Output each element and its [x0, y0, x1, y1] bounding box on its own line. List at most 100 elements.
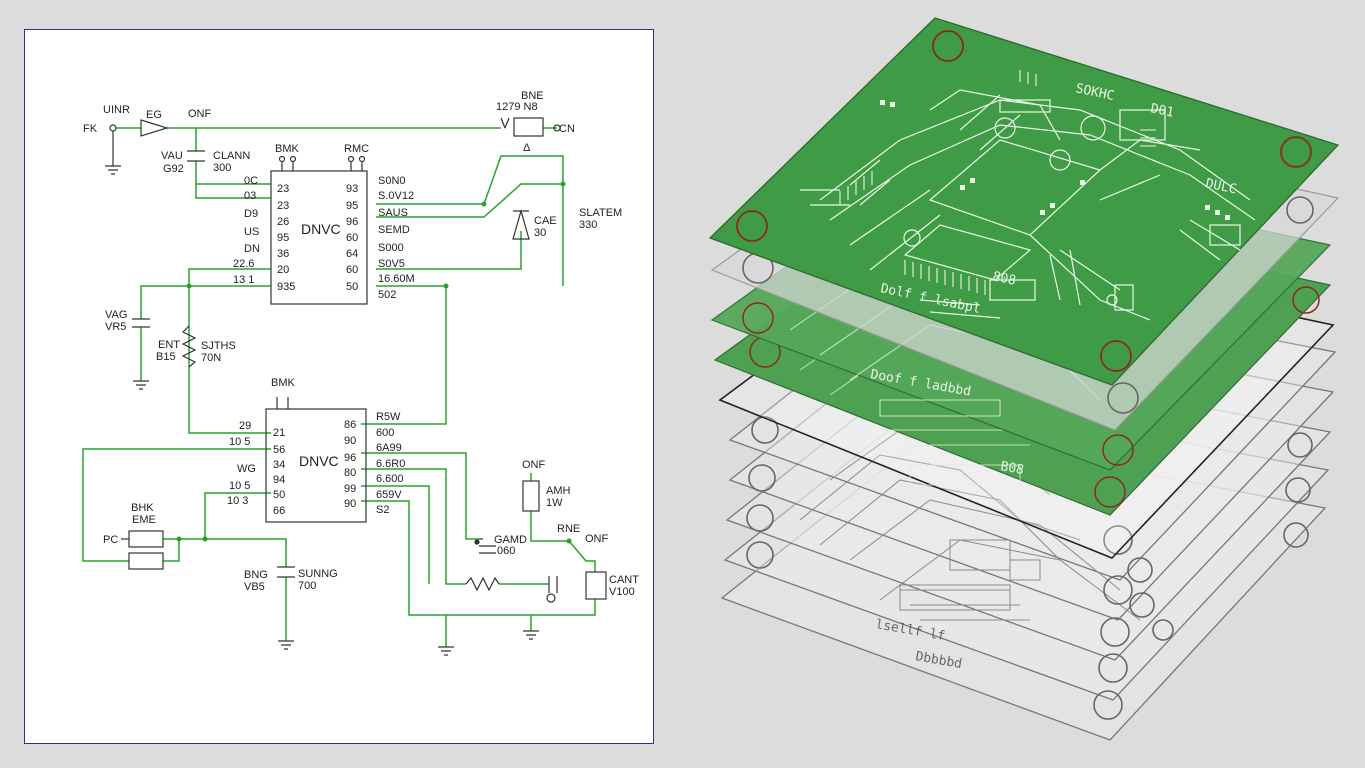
label-ent: ENT: [158, 339, 180, 351]
chip1-left-ext: 13 1: [233, 274, 254, 286]
chip2-right-ext: S2: [376, 504, 389, 516]
chip1-left-pin: 95: [277, 232, 289, 244]
translucent-layer-hole: [1286, 196, 1314, 224]
chip2-left-pin: 66: [273, 505, 285, 517]
chip2-left-ext: 10 5: [229, 480, 250, 492]
top-layer-vias: [880, 100, 1230, 220]
layer3-silk-text: B08: [999, 459, 1025, 478]
chip1-right-pin: 95: [346, 200, 358, 212]
label-cn: CN: [559, 123, 575, 135]
label-cae: CAE: [534, 215, 557, 227]
label-sunng: SUNNG: [298, 568, 338, 580]
label-bng: BNG: [244, 569, 268, 581]
label-cant: CANT: [609, 574, 639, 586]
chip2-right-ext: 600: [376, 427, 394, 439]
label-1279: 1279 N8: [496, 101, 538, 113]
chip1-right-pin: 93: [346, 183, 358, 195]
chip2-right-ext: R5W: [376, 411, 401, 423]
chip1-right-ext: S000: [378, 242, 404, 254]
label-bne: BNE: [521, 90, 544, 102]
chip2-left-pin: 34: [273, 459, 285, 471]
chip2-right-ext: 6.6R0: [376, 458, 405, 470]
chip2-right-pin: 80: [344, 467, 356, 479]
label-b15: B15: [156, 351, 176, 363]
label-300: 300: [213, 162, 231, 174]
label-bmk-1: BMK: [275, 143, 300, 155]
chip2-right-pin: 90: [344, 498, 356, 510]
chip2-left-ext: 10 5: [229, 436, 250, 448]
label-onf-2: ONF: [585, 533, 609, 545]
schematic-diagram: DNVC DNVC UINR FK EG ONF BNE 1279 N8 CN …: [82, 90, 639, 656]
label-fk: FK: [83, 123, 98, 135]
chip2-right-pin: 96: [344, 452, 356, 464]
label-vag: VAG: [105, 309, 127, 321]
label-vr5: VR5: [105, 321, 126, 333]
transparent-layer-holes: [746, 416, 1313, 720]
chip1-left-pin: 26: [277, 216, 289, 228]
chip2-left-pin: 94: [273, 474, 285, 486]
chip1-left-ext: US: [244, 226, 259, 238]
green-layer-top: SOKHC D01 DULC 808 Dolf f lsabpl: [708, 17, 1340, 386]
label-330: 330: [579, 219, 597, 231]
label-bhk: BHK: [131, 502, 154, 514]
label-eg: EG: [146, 109, 162, 121]
top-layer-traces: [800, 89, 1256, 321]
chip2-label: DNVC: [299, 453, 339, 469]
label-pc: PC: [103, 534, 118, 546]
top-layer-pin-rows: [839, 70, 1156, 295]
chip1-right-ext: S0V5: [378, 258, 405, 270]
chip2-right-ext: 6A99: [376, 442, 402, 454]
label-70n: 70N: [201, 352, 221, 364]
label-30: 30: [534, 227, 546, 239]
chip1-right-pin: 64: [346, 248, 358, 260]
chip1-left-pin: 23: [277, 200, 289, 212]
top-mount-hole: [736, 210, 768, 242]
chip1-right-ext: SAUS: [378, 207, 408, 219]
components: [105, 117, 607, 656]
chip1-label: DNVC: [301, 221, 341, 237]
chip1-right-ext: 502: [378, 289, 396, 301]
chip1-left-ext: DN: [244, 243, 260, 255]
chip1-right-pin: 50: [346, 281, 358, 293]
label-700: 700: [298, 580, 316, 592]
chip1-left-ext: 22.6: [233, 258, 254, 270]
top-text-d01: D01: [1149, 101, 1175, 121]
chip1-left-ext: 0C: [244, 175, 258, 187]
chip2-right-pin: 90: [344, 435, 356, 447]
label-v100: V100: [609, 586, 635, 598]
wires: [82, 127, 596, 647]
chip2-right-pin: 99: [344, 483, 356, 495]
label-onf-1: ONF: [522, 459, 546, 471]
chip2-right-ext: 6.600: [376, 473, 404, 485]
label-vau: VAU: [161, 150, 183, 162]
chip2-left-pin: 50: [273, 489, 285, 501]
chip1-right-pin: 60: [346, 232, 358, 244]
top-text-dulc: DULC: [1204, 176, 1238, 197]
pcb-layer-stack: lsellf lf Dbbbbd B08: [708, 17, 1340, 741]
label-rmc: RMC: [344, 143, 369, 155]
label-clann: CLANN: [213, 150, 250, 162]
chip2-left-ext: 10 3: [227, 495, 248, 507]
chip2-left-pin: 56: [273, 444, 285, 456]
schematic-panel: DNVC DNVC UINR FK EG ONF BNE 1279 N8 CN …: [24, 29, 654, 744]
top-mount-hole: [1280, 136, 1312, 168]
chip2-right-pin: 86: [344, 419, 356, 431]
label-delta: Δ: [523, 142, 531, 154]
chip1-left-pin: 20: [277, 264, 289, 276]
label-g92: G92: [163, 163, 184, 175]
chip2-left-ext: WG: [237, 463, 256, 475]
label-eme: EME: [132, 514, 156, 526]
chip1-right-ext: S.0V12: [378, 190, 414, 202]
label-1w: 1W: [546, 497, 563, 509]
top-mount-hole: [1100, 340, 1132, 372]
chip1-left-pin: 36: [277, 248, 289, 260]
label-slatem: SLATEM: [579, 207, 622, 219]
label-onf-top: ONF: [188, 108, 212, 120]
junction-dots: [186, 181, 572, 544]
label-sjths: SJTHS: [201, 340, 236, 352]
chip2-right-ext: 659V: [376, 489, 402, 501]
chip1-right-pin: 60: [346, 264, 358, 276]
chip1-right-ext: 16.60M: [378, 273, 415, 285]
chip2-left-pin: 21: [273, 427, 285, 439]
top-mount-hole: [932, 30, 964, 62]
